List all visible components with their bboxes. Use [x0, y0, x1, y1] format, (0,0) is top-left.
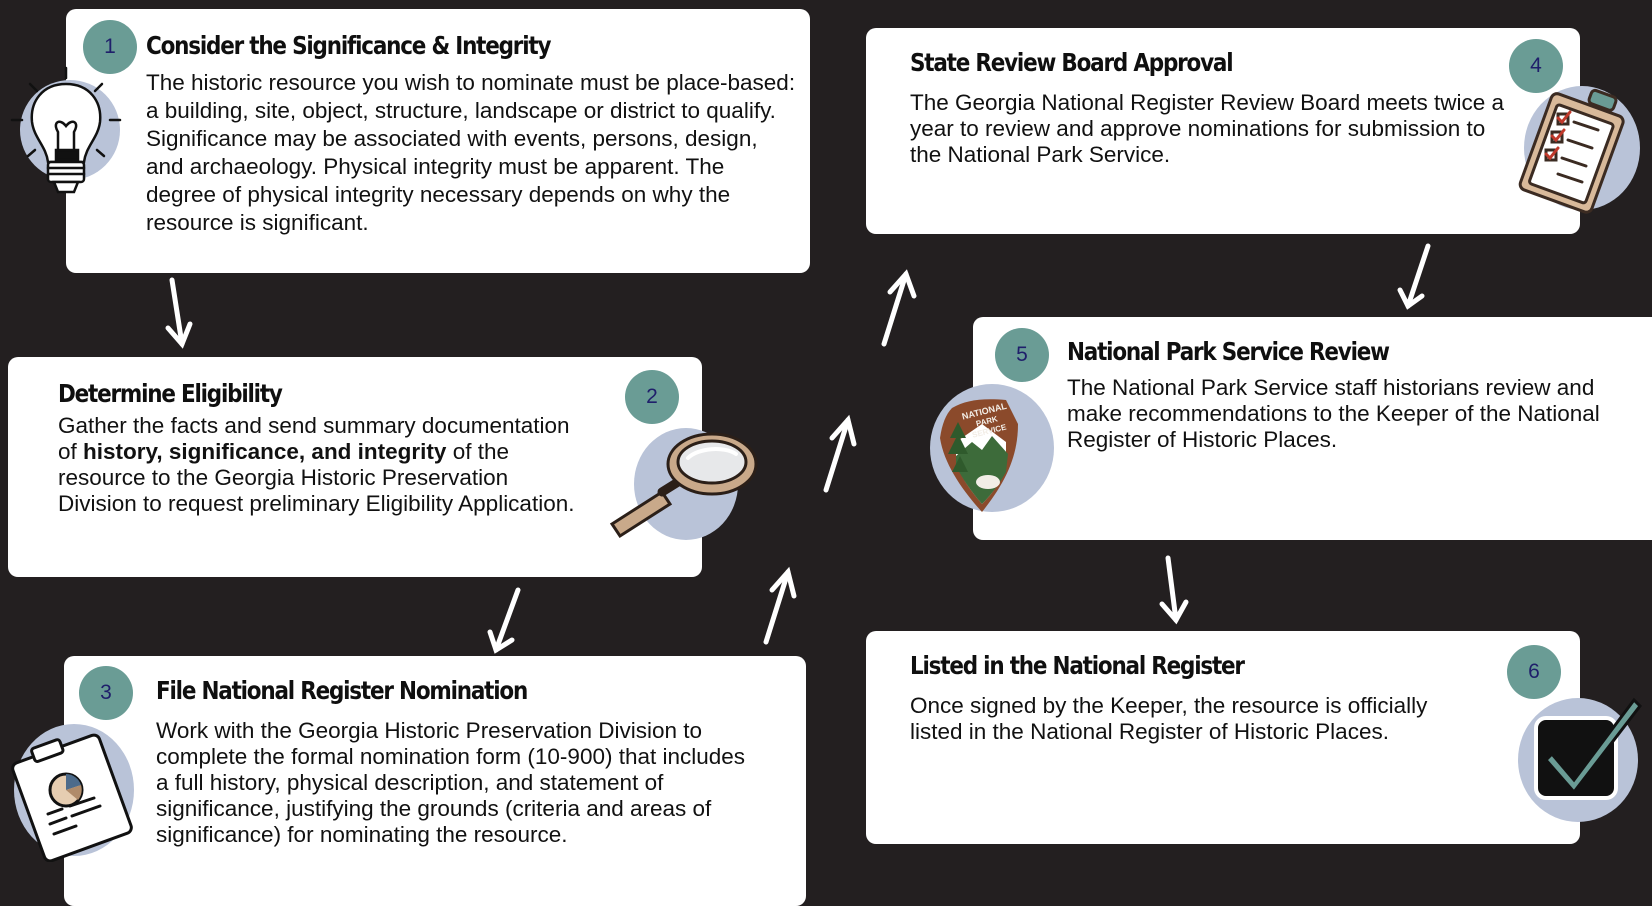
- step-1-text: The historic resource you wish to nomina…: [146, 70, 796, 235]
- step-1-badge: 1: [83, 20, 137, 74]
- step-4-badge: 4: [1509, 39, 1563, 93]
- arrow-step2-to-step3: [484, 587, 524, 658]
- step-4-title: State Review Board Approval: [910, 48, 1234, 77]
- step-2-title: Determine Eligibility: [58, 379, 283, 408]
- step-3-title: File National Register Nomination: [156, 676, 528, 705]
- arrow-step3-up-2: [822, 414, 862, 494]
- step-2-text-end: of the resource to the Georgia Historic …: [58, 439, 575, 516]
- step-3-text: Work with the Georgia Historic Preservat…: [156, 718, 746, 847]
- arrow-step4-to-step5: [1394, 243, 1434, 314]
- step-6-badge: 6: [1507, 645, 1561, 699]
- step-3-badge: 3: [79, 666, 133, 720]
- checkbox-check-icon: [1514, 694, 1650, 832]
- arrow-step3-up-3: [880, 268, 920, 348]
- step-2-card: Determine Eligibility Gather the facts a…: [8, 357, 702, 577]
- clipboard-chart-icon: [4, 722, 144, 866]
- step-2-badge: 2: [625, 370, 679, 424]
- checklist-clipboard-icon: [1512, 82, 1642, 226]
- arrow-step1-to-step2: [160, 277, 200, 349]
- step-5-text: The National Park Service staff historia…: [1067, 375, 1600, 452]
- step-5-title: National Park Service Review: [1067, 337, 1390, 366]
- step-3-card: File National Register Nomination Work w…: [64, 656, 806, 906]
- step-4-card: State Review Board Approval The Georgia …: [866, 28, 1580, 234]
- step-5-badge: 5: [995, 328, 1049, 382]
- step-1-card: Consider the Significance & Integrity Th…: [66, 9, 810, 273]
- magnifying-glass-icon: [608, 422, 758, 546]
- step-2-text: Gather the facts and send summary docume…: [58, 413, 588, 517]
- arrow-step5-to-step6: [1156, 555, 1196, 626]
- step-4-text: The Georgia National Register Review Boa…: [910, 90, 1505, 167]
- step-2-text-bold: history, significance, and integrity: [83, 439, 447, 464]
- step-2-text-start: Gather the facts and send summary docume…: [58, 413, 570, 464]
- arrow-step3-up-1: [762, 566, 802, 646]
- step-6-text: Once signed by the Keeper, the resource …: [910, 693, 1428, 744]
- step-5-card: National Park Service Review The Nationa…: [973, 317, 1652, 540]
- step-6-card: Listed in the National Register Once sig…: [866, 631, 1580, 844]
- step-6-title: Listed in the National Register: [910, 651, 1245, 680]
- nps-arrowhead-icon: NATIONAL PARK SERVICE: [922, 382, 1058, 522]
- step-1-title: Consider the Significance & Integrity: [146, 31, 551, 60]
- lightbulb-icon: [8, 66, 126, 210]
